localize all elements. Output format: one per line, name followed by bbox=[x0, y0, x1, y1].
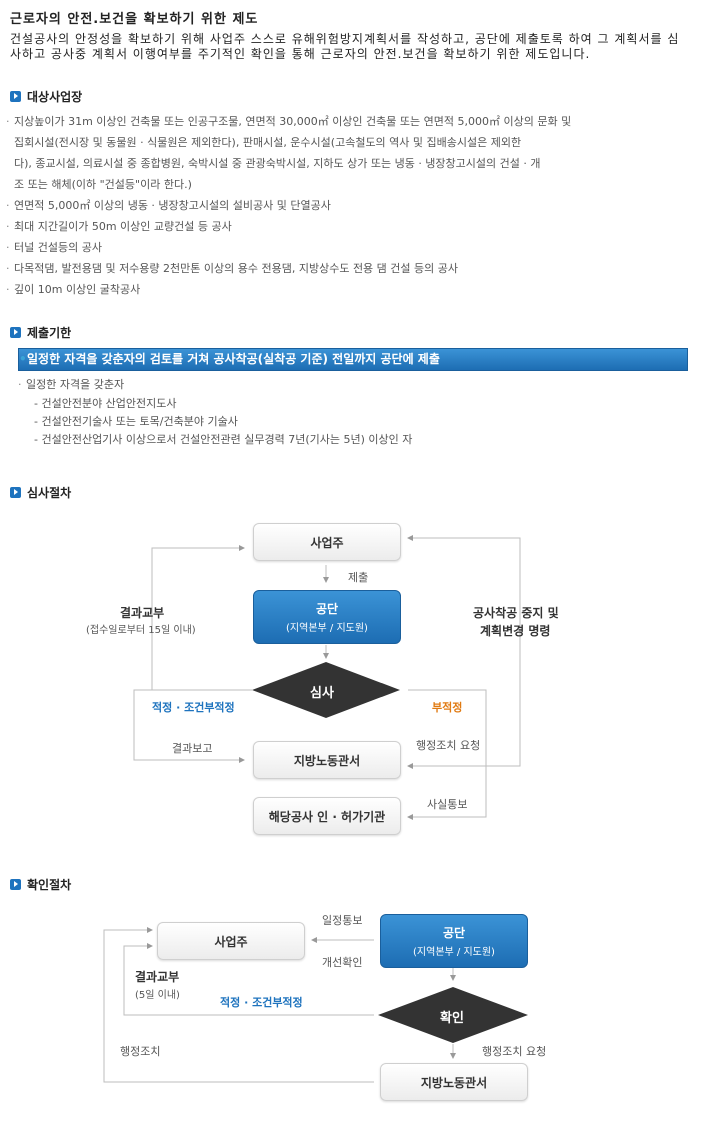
sub-item: - 건설안전분야 산업안전지도사 bbox=[34, 397, 177, 410]
page-title: 근로자의 안전.보건을 확보하기 위한 제도 bbox=[10, 12, 259, 27]
list-item-cont: 다), 종교시설, 의료시설 중 종합병원, 숙박시설 중 관광숙박시설, 지하… bbox=[14, 157, 541, 170]
list-item: 터널 건설등의 공사 bbox=[6, 237, 696, 258]
result-issue-sub: (접수일로부터 15일 이내) bbox=[86, 625, 196, 636]
arrow-bullet-icon bbox=[10, 327, 21, 338]
plan-change-label: 계획변경 명령 bbox=[480, 624, 551, 638]
confirm-ok-label: 적정 · 조건부적정 bbox=[220, 996, 303, 1009]
list-item: 일정한 자격을 갖춘자 bbox=[18, 374, 688, 395]
list-item-cont: 조 또는 해체(이하 "건설등"이라 한다.) bbox=[14, 178, 192, 191]
sub-item: - 건설안전산업기사 이상으로서 건설안전관련 실무경력 7년(기사는 5년) … bbox=[34, 433, 413, 446]
deadline-list: 일정한 자격을 갖춘자의 검토를 거쳐 공사착공(실착공 기준) 전일까지 공단… bbox=[18, 348, 688, 449]
schedule-label: 일정통보 bbox=[322, 914, 363, 927]
confirm-labor-office-box: 지방노동관서 bbox=[380, 1063, 528, 1101]
confirm-result-issue-label: 결과교부 bbox=[135, 970, 180, 984]
confirm-diamond bbox=[378, 987, 528, 1043]
stop-order-label: 공사착공 중지 및 bbox=[473, 606, 559, 620]
admin-action-label: 행정조치 bbox=[120, 1045, 161, 1058]
list-item: 지상높이가 31m 이상인 건축물 또는 인공구조물, 연면적 30,000㎡ … bbox=[6, 111, 696, 132]
list-item-cont: 집회시설(전시장 및 동물원 · 식물원은 제외한다), 판매시설, 운수시설(… bbox=[14, 136, 522, 149]
ok-label: 적정 · 조건부적정 bbox=[152, 701, 235, 714]
arrow-bullet-icon bbox=[10, 487, 21, 498]
confirm-agency-box: 공단 (지역본부 / 지도원) bbox=[380, 914, 528, 968]
fact-notice-label: 사실통보 bbox=[427, 798, 468, 811]
confirm-result-issue-sub: (5일 이내) bbox=[135, 990, 180, 1001]
submit-label: 제출 bbox=[348, 571, 369, 584]
fail-label: 부적정 bbox=[432, 701, 463, 714]
list-item: 연면적 5,000㎡ 이상의 냉동 · 냉장창고시설의 설비공사 및 단열공사 bbox=[6, 195, 696, 216]
intro-text: 건설공사의 안정성을 확보하기 위해 사업주 스스로 유해위험방지계획서를 작성… bbox=[10, 32, 680, 61]
section-deadline-heading: 제출기한 bbox=[10, 324, 71, 341]
admin-request-label: 행정조치 요청 bbox=[416, 739, 481, 752]
labor-office-box: 지방노동관서 bbox=[253, 741, 401, 779]
confirm-admin-request-label: 행정조치 요청 bbox=[482, 1045, 547, 1058]
result-issue-label: 결과교부 bbox=[120, 606, 165, 620]
list-item: 최대 지간길이가 50m 이상인 교량건설 등 공사 bbox=[6, 216, 696, 237]
review-label: 심사 bbox=[310, 686, 334, 701]
review-diamond bbox=[252, 662, 400, 718]
section-confirm-heading: 확인절차 bbox=[10, 876, 71, 893]
section-review-heading: 심사절차 bbox=[10, 484, 71, 501]
confirm-label: 확인 bbox=[440, 1011, 464, 1026]
section-targets-heading: 대상사업장 bbox=[10, 88, 82, 105]
list-item: 깊이 10m 이상인 굴착공사 bbox=[6, 279, 696, 300]
list-item: 일정한 자격을 갖춘자의 검토를 거쳐 공사착공(실착공 기준) 전일까지 공단… bbox=[18, 348, 688, 371]
employer-box: 사업주 bbox=[253, 523, 401, 561]
permit-agency-box: 해당공사 인 · 허가기관 bbox=[253, 797, 401, 835]
arrow-bullet-icon bbox=[10, 91, 21, 102]
sub-item: - 건설안전기술사 또는 토목/건축분야 기술사 bbox=[34, 415, 238, 428]
list-item: 다목적댐, 발전용댐 및 저수용량 2천만톤 이상의 용수 전용댐, 지방상수도… bbox=[6, 258, 696, 279]
agency-box: 공단 (지역본부 / 지도원) bbox=[253, 590, 401, 644]
confirm-employer-box: 사업주 bbox=[157, 922, 305, 960]
targets-list: 지상높이가 31m 이상인 건축물 또는 인공구조물, 연면적 30,000㎡ … bbox=[6, 111, 696, 300]
improve-label: 개선확인 bbox=[322, 956, 363, 969]
arrow-bullet-icon bbox=[10, 879, 21, 890]
result-report-label: 결과보고 bbox=[172, 742, 213, 755]
